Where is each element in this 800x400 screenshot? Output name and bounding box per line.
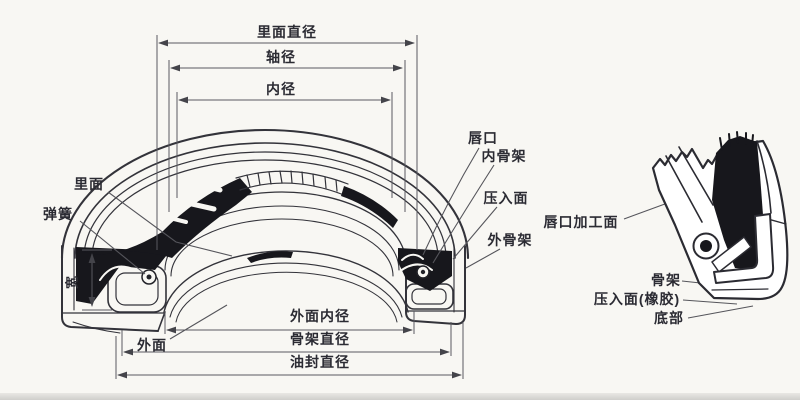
label-outer-face: 外面 [137,337,167,353]
label-outer-skeleton: 外骨架 [487,232,533,248]
label-press-fit-surface: 压入面 [483,190,529,206]
lip-hatch-band [235,170,349,196]
label-detail-bottom: 底部 [654,310,684,326]
right-foot-section [398,245,466,326]
rubber-lip-left [76,178,252,304]
label-press-fit-surface-rubber: 压入面(橡胶) [593,291,681,307]
seal-cross-section [60,128,470,334]
label-shaft-diameter: 轴径 [266,49,296,65]
detail-spring-section [692,232,720,260]
label-inner-face: 里面 [74,176,104,192]
label-outer-face-inner-diameter: 外面内径 [290,308,350,324]
scan-edge [0,393,800,400]
rubber-band-right [341,186,398,228]
dimension-lines [82,35,464,379]
label-spring: 弹簧 [43,206,73,222]
leader-lines [79,147,754,340]
detail-view [651,131,789,301]
label-lip: 唇口 [468,130,498,146]
label-inner-face-diameter: 里面直径 [257,24,317,40]
detail-rubber-core [712,136,766,270]
spring-section-right [416,265,430,279]
spring-section-left [141,269,157,285]
label-oil-seal-diameter: 油封直径 [290,354,350,370]
detail-press-fit-band [711,236,752,273]
label-lip-machined-surface: 唇口加工面 [543,214,619,230]
label-inner-diameter: 内径 [266,81,296,97]
left-foot-section [61,245,167,334]
label-width: 宽 [64,274,80,290]
detail-skeleton-frame [713,213,775,284]
label-detail-skeleton: 骨架 [651,272,681,288]
label-skeleton-diameter: 骨架直径 [290,331,350,347]
label-inner-skeleton: 内骨架 [481,148,527,164]
